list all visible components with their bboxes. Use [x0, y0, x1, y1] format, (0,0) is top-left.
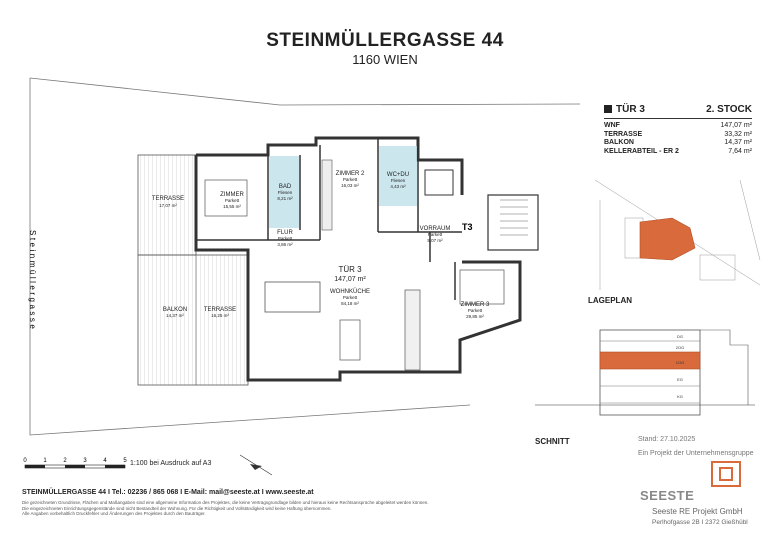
kitchen-counter — [404, 289, 421, 371]
svg-text:Parkett: Parkett — [468, 308, 483, 313]
svg-text:3: 3 — [83, 458, 87, 464]
svg-text:1OG: 1OG — [676, 360, 684, 365]
terrasse-west — [137, 154, 197, 256]
svg-text:4,43 m²: 4,43 m² — [390, 184, 406, 189]
square-icon — [604, 105, 612, 113]
lageplan-label: LAGEPLAN — [588, 296, 632, 305]
footer-contact: STEINMÜLLERGASSE 44 I Tel.: 02236 / 865 … — [22, 489, 314, 496]
logo-text: SEESTE — [640, 488, 695, 503]
bed-zimmer-1 — [204, 179, 248, 217]
scale-bar: 0 1 2 3 4 5 — [23, 458, 127, 469]
svg-text:ZIMMER 2: ZIMMER 2 — [336, 171, 365, 177]
schnitt-section: DG 2OG 1OG EG KG — [535, 329, 755, 416]
bed-zimmer-3 — [459, 269, 505, 305]
bad-tiles — [269, 156, 299, 228]
unit-header: TÜR 3 2. STOCK — [604, 104, 752, 119]
unit-name: TÜR 3 — [616, 104, 645, 115]
balkon-terrasse-south — [137, 254, 249, 386]
svg-text:15,55 m²: 15,55 m² — [223, 204, 241, 209]
dining-table — [339, 319, 361, 361]
svg-text:Parkett: Parkett — [343, 177, 358, 182]
north-arrow-icon — [239, 454, 273, 476]
svg-text:FLUR: FLUR — [277, 230, 293, 236]
scale-text: 1:100 bei Ausdruck auf A3 — [130, 460, 212, 467]
svg-text:29,85 m²: 29,85 m² — [466, 314, 484, 319]
svg-text:EG: EG — [677, 377, 683, 382]
page-title: STEINMÜLLERGASSE 44 — [266, 30, 504, 51]
company-name: Seeste RE Projekt GmbH — [652, 507, 743, 516]
interior-walls — [196, 138, 462, 300]
svg-text:0: 0 — [23, 458, 27, 464]
svg-text:2OG: 2OG — [676, 345, 684, 350]
svg-text:TÜR 3: TÜR 3 — [338, 265, 362, 274]
svg-text:Parkett: Parkett — [278, 236, 293, 241]
svg-text:WOHNKÜCHE: WOHNKÜCHE — [330, 288, 370, 295]
svg-text:17,07 m²: 17,07 m² — [159, 203, 177, 208]
svg-text:Fliesen: Fliesen — [278, 190, 293, 195]
schnitt-label: SCHNITT — [535, 437, 570, 446]
svg-text:ZIMMER: ZIMMER — [220, 192, 244, 198]
disclaimer: Die gezeichneten Grundrisse, Flächen und… — [22, 500, 429, 517]
svg-text:16,25 m²: 16,25 m² — [211, 313, 229, 318]
unit-floor: 2. STOCK — [706, 104, 752, 115]
svg-text:WC+DU: WC+DU — [387, 172, 409, 178]
svg-text:4: 4 — [103, 458, 107, 464]
stair-label: T3 — [462, 222, 473, 232]
stairs — [487, 194, 539, 251]
svg-text:TERRASSE: TERRASSE — [152, 196, 184, 202]
svg-text:1: 1 — [43, 458, 47, 464]
svg-text:5,07 m²: 5,07 m² — [427, 238, 443, 243]
seeste-logo — [711, 461, 741, 487]
svg-text:2: 2 — [63, 458, 67, 464]
svg-text:3,86 m²: 3,86 m² — [277, 242, 293, 247]
svg-text:14,37 m²: 14,37 m² — [166, 313, 184, 318]
svg-text:Parkett: Parkett — [343, 295, 358, 300]
svg-text:8,21 m²: 8,21 m² — [277, 196, 293, 201]
wc-du-tiles — [379, 146, 417, 206]
lageplan-map — [594, 179, 761, 290]
section-highlight — [599, 351, 701, 370]
sofa — [264, 281, 321, 313]
svg-text:DG: DG — [677, 334, 683, 339]
svg-text:BAD: BAD — [279, 184, 292, 190]
svg-text:KG: KG — [677, 394, 683, 399]
svg-text:Parkett: Parkett — [428, 232, 443, 237]
svg-text:Parkett: Parkett — [225, 198, 240, 203]
page-subtitle: 1160 WIEN — [352, 52, 418, 67]
street-label: Steinmüllergasse — [28, 230, 37, 331]
stand-date: Stand: 27.10.2025 — [638, 436, 696, 443]
building-highlight — [639, 217, 696, 261]
exterior-walls — [194, 136, 522, 382]
group-note: Ein Projekt der Unternehmensgruppe — [638, 450, 754, 457]
svg-text:147,07 m²: 147,07 m² — [334, 276, 366, 283]
svg-text:ZIMMER 3: ZIMMER 3 — [461, 302, 490, 308]
svg-text:BALKON: BALKON — [163, 307, 187, 313]
svg-text:5: 5 — [123, 458, 127, 464]
company-address: Perlhofgasse 2B I 2372 Gießhübl — [652, 519, 748, 526]
svg-text:Fliesen: Fliesen — [391, 178, 406, 183]
svg-text:16,03 m²: 16,03 m² — [341, 183, 359, 188]
svg-text:TERRASSE: TERRASSE — [204, 307, 236, 313]
svg-text:84,18 m²: 84,18 m² — [341, 301, 359, 306]
svg-text:VORRAUM: VORRAUM — [420, 226, 451, 232]
